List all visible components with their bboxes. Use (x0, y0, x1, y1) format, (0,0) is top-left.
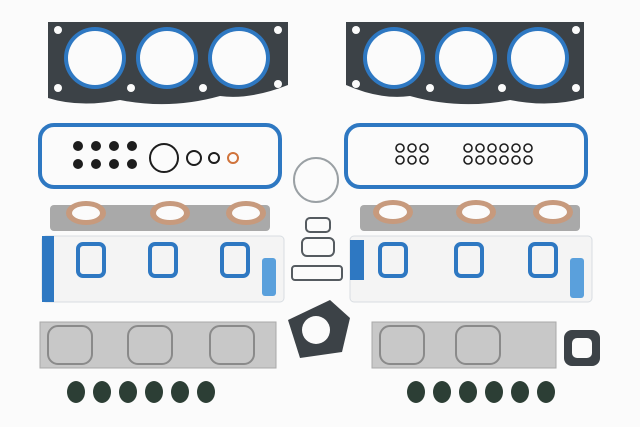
exhaust-gasket-left (39, 321, 277, 369)
o-rings-right (395, 143, 533, 165)
intake-lower-gasket-right (349, 235, 593, 303)
intake-lower-gasket-left (41, 235, 285, 303)
egr-gaskets (291, 217, 343, 281)
valve-cover-gasket-right (344, 123, 588, 189)
intake-upper-gasket-right (360, 200, 580, 231)
exhaust-gasket-right (371, 321, 600, 369)
intake-upper-gasket-left (50, 201, 270, 231)
throttle-ring-gasket (293, 157, 339, 203)
valve-seals-left (73, 141, 137, 169)
o-rings-left (149, 143, 239, 173)
head-gasket-left (48, 22, 288, 105)
valve-stem-seals-left (67, 381, 215, 403)
valve-cover-gasket-left (38, 123, 282, 189)
head-gasket-right (346, 22, 584, 105)
valve-stem-seals-right (407, 381, 555, 403)
